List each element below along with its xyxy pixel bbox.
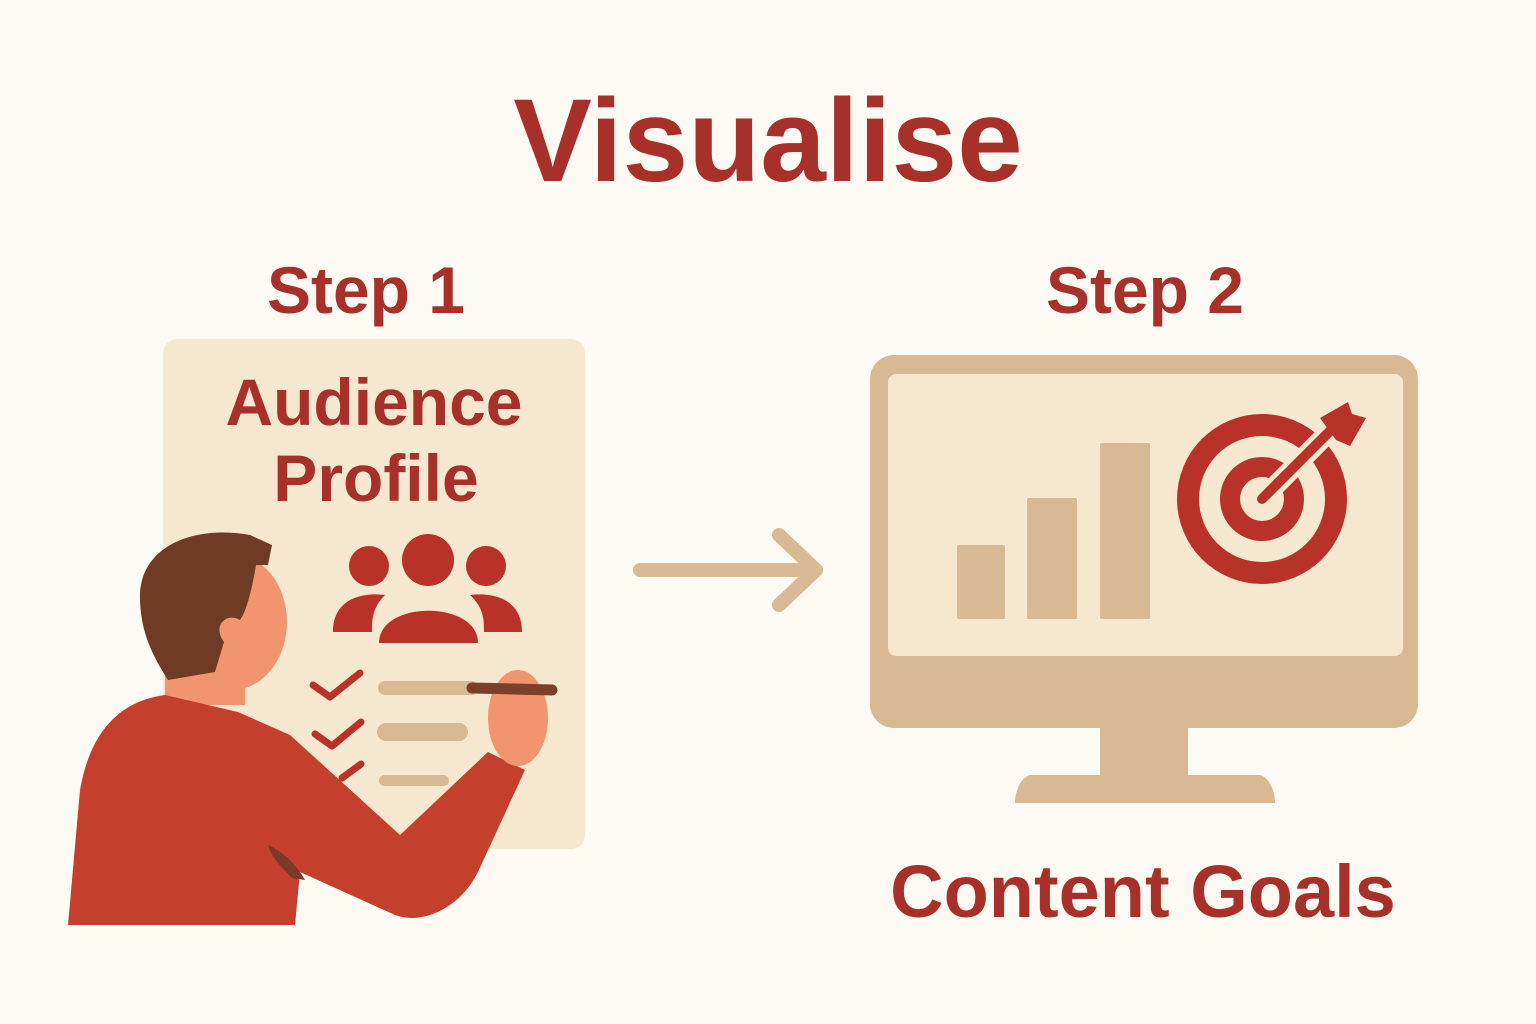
- arrow-right-icon: [633, 528, 823, 612]
- monitor-icon: [870, 355, 1418, 803]
- card-title-line2: Profile: [273, 441, 478, 515]
- content-goals-caption: Content Goals: [890, 850, 1396, 933]
- people-group-icon: [333, 534, 522, 643]
- bar-chart-icon: [957, 443, 1150, 619]
- step2-label: Step 2: [1046, 253, 1244, 327]
- target-dart-icon: [1177, 402, 1366, 584]
- checklist-icon: [309, 669, 478, 786]
- page-title: Visualise: [513, 75, 1023, 207]
- step1-label: Step 1: [267, 253, 465, 327]
- person-writing-illustration: [68, 532, 558, 925]
- card-title-line1: Audience: [225, 365, 522, 439]
- audience-profile-card: Audience Profile: [163, 339, 585, 849]
